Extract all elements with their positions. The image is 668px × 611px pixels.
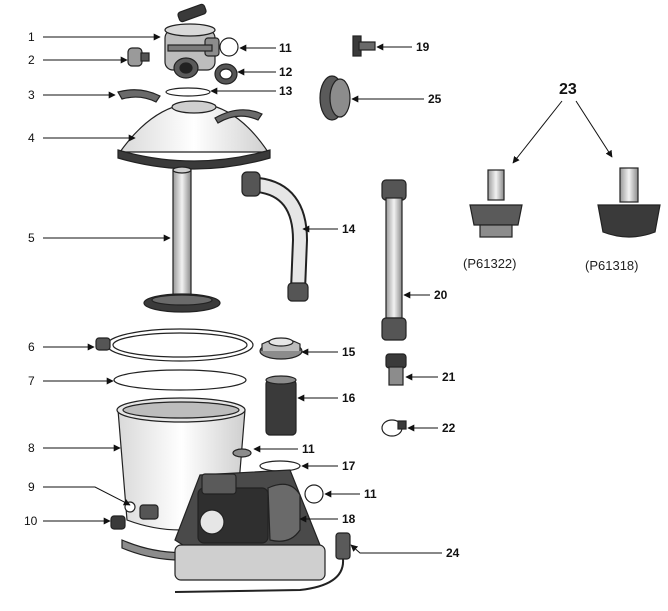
callout-7: 7: [28, 374, 35, 388]
callout-18: 18: [342, 512, 356, 526]
clamp-half: [117, 89, 161, 103]
tank-clamp: [95, 328, 254, 362]
threaded-ring: [214, 63, 238, 85]
callout-15: 15: [342, 345, 356, 359]
callout-2: 2: [28, 53, 35, 67]
tank-o-ring: [113, 369, 247, 391]
tank-lid: [117, 100, 271, 170]
o-ring-13: [165, 87, 211, 97]
callout-17: 17: [342, 459, 356, 473]
callout-13: 13: [279, 84, 293, 98]
callout-4: 4: [28, 131, 35, 145]
callout-6: 6: [28, 340, 35, 354]
callout-5: 5: [28, 231, 35, 245]
drain-assembly: [124, 501, 159, 520]
laterals-pipe: [143, 166, 221, 313]
long-pipe: [381, 179, 407, 341]
callout-19: 19: [416, 40, 430, 54]
hose-clamp: [381, 419, 407, 437]
callout-25: 25: [428, 92, 442, 106]
callout-14: 14: [342, 222, 356, 236]
callout-23: 23: [559, 81, 577, 98]
drain-cap: [110, 515, 126, 530]
callout-11-mid: 11: [302, 442, 315, 456]
callout-8: 8: [28, 441, 35, 455]
callout-10: 10: [24, 514, 38, 528]
part-code-p61322: (P61322): [463, 256, 516, 271]
callout-21: 21: [442, 370, 456, 384]
callout-12: 12: [279, 65, 293, 79]
callout-16: 16: [342, 391, 356, 405]
o-ring-11-top: [219, 37, 239, 57]
callout-11-top: 11: [279, 41, 292, 55]
strainer-basket: [265, 375, 297, 436]
leader-lines: [43, 33, 613, 554]
adaptor-p61318: [597, 167, 661, 238]
strainer-lid: [259, 337, 303, 360]
o-ring-11-mid: [232, 448, 252, 458]
callout-11-right: 11: [364, 487, 377, 501]
hose-nut: [319, 75, 351, 121]
o-ring-11-right: [304, 484, 324, 504]
callout-20: 20: [434, 288, 448, 302]
connection-hose: [241, 171, 309, 302]
pressure-gauge: [127, 47, 150, 67]
part-code-p61318: (P61318): [585, 258, 638, 273]
callout-1: 1: [28, 30, 35, 44]
callout-24: 24: [446, 546, 460, 560]
bolt: [352, 35, 376, 57]
adaptor: [385, 353, 407, 386]
gasket-17: [259, 460, 301, 472]
callout-22: 22: [442, 421, 456, 435]
callout-3: 3: [28, 88, 35, 102]
multiport-valve: [164, 3, 220, 79]
adaptor-p61322: [469, 169, 523, 238]
power-plug: [174, 532, 351, 593]
pump-motor: [174, 469, 326, 581]
callout-9: 9: [28, 480, 35, 494]
